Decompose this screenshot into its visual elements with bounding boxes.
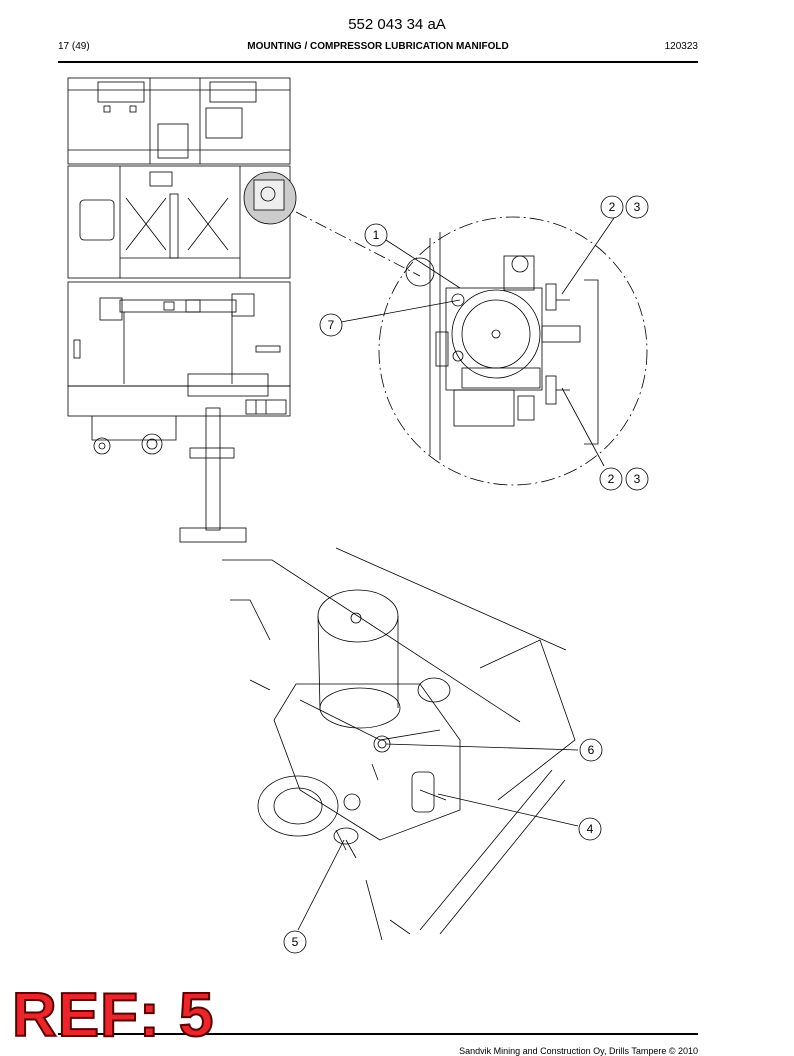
drawing-code: 120323: [664, 41, 698, 52]
section-title: MOUNTING / COMPRESSOR LUBRICATION MANIFO…: [247, 41, 509, 52]
detail-view: [378, 216, 648, 486]
header-rule: [58, 61, 698, 63]
reference-stamp: REF: 5: [11, 981, 215, 1050]
footer-rule: [58, 1033, 698, 1035]
callout-1: [364, 223, 388, 247]
callout-7: [319, 313, 343, 337]
footer-copyright: Sandvik Mining and Construction Oy, Dril…: [459, 1046, 698, 1056]
callout-4: [578, 817, 602, 841]
callout-6-label: 6: [588, 743, 595, 757]
callout-5-label: 5: [292, 935, 299, 949]
callout-balloons: [283, 195, 649, 954]
callout-3-bottom: [625, 467, 649, 491]
isometric-view: [222, 547, 576, 941]
rig-top-view: [67, 77, 297, 543]
callout-2-bottom: [599, 467, 623, 491]
callout-2-top: [600, 195, 624, 219]
callout-2-top-label: 2: [609, 200, 616, 214]
document-number: 552 043 34 aA: [348, 16, 446, 33]
detail-leader: [295, 211, 421, 277]
callout-6: [579, 738, 603, 762]
page-indicator: 17 (49): [58, 41, 90, 52]
callout-5: [283, 930, 307, 954]
callout-2-bottom-label: 2: [608, 472, 615, 486]
callout-4-label: 4: [587, 822, 594, 836]
callout-3-bottom-label: 3: [634, 472, 641, 486]
callout-leaders: [297, 217, 615, 931]
callout-1-label: 1: [373, 228, 380, 242]
callout-3-top-label: 3: [634, 200, 641, 214]
callout-7-label: 7: [328, 318, 335, 332]
callout-3-top: [625, 195, 649, 219]
